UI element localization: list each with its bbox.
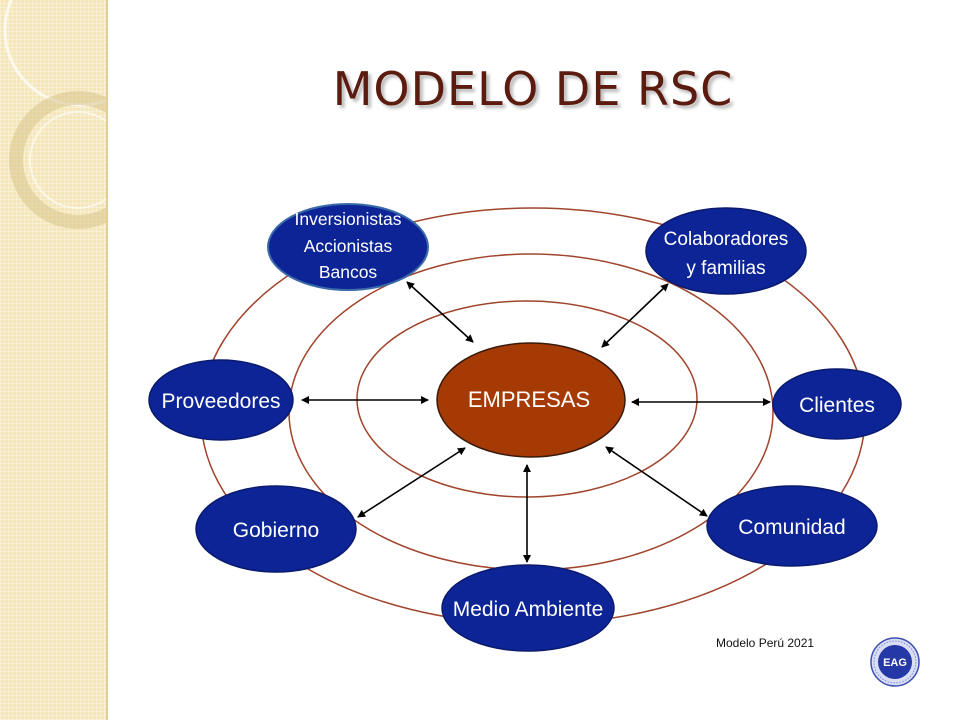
node-label-line: Clientes (799, 394, 875, 417)
node-label-line: Inversionistas (295, 209, 402, 229)
logo-text: EAG (883, 657, 907, 669)
center-label: EMPRESAS (468, 387, 590, 412)
arrow-gobierno (357, 447, 466, 518)
decorative-circles (3, 0, 106, 229)
node-proveedores: Proveedores (148, 359, 294, 441)
node-medio-ambiente: Medio Ambiente (441, 564, 615, 652)
arrow-colaboradores (601, 283, 669, 348)
node-label-line: Colaboradores (664, 229, 789, 250)
node-clientes: Clientes (772, 368, 902, 440)
node-label-line: Bancos (319, 262, 378, 282)
arrow-comunidad (605, 446, 708, 517)
node-label-line: Comunidad (738, 516, 845, 539)
node-label-line: y familias (686, 258, 765, 279)
node-label-line: Medio Ambiente (453, 598, 604, 621)
node-comunidad: Comunidad (706, 485, 878, 567)
node-colaboradores: Colaboradores y familias (645, 207, 807, 295)
node-label-line: Proveedores (161, 390, 280, 413)
model-credit: Modelo Perú 2021 (716, 636, 815, 650)
center-node-empresas: EMPRESAS (436, 342, 626, 458)
node-gobierno: Gobierno (195, 485, 357, 573)
arrow-inversionistas (406, 281, 474, 343)
node-label-line: Accionistas (304, 236, 393, 256)
node-label-line: Gobierno (233, 519, 319, 542)
page-title: MODELO DE RSC (332, 62, 734, 116)
node-inversionistas: Inversionistas Accionistas Bancos (267, 203, 429, 291)
eag-logo: EAG (870, 637, 920, 687)
